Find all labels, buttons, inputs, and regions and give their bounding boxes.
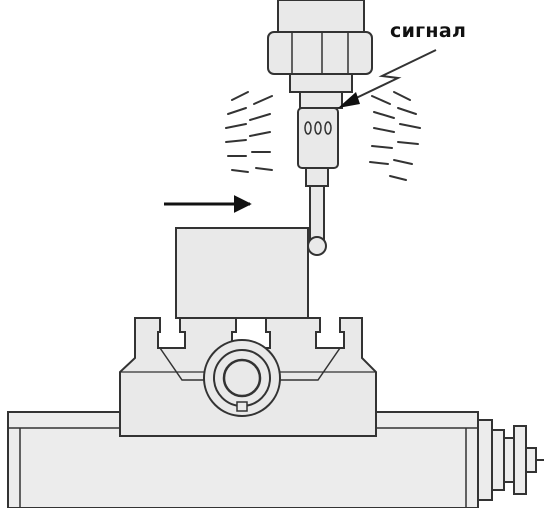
vibration-lines-right <box>369 91 421 181</box>
signal-lightning-icon <box>338 49 437 108</box>
vise-screw <box>203 339 281 417</box>
workpiece <box>175 227 309 319</box>
handwheel <box>477 419 544 501</box>
spindle-holder <box>267 0 373 109</box>
signal-label: сигнал <box>390 20 467 42</box>
touch-probe <box>297 107 339 256</box>
vibration-lines-left <box>225 91 273 173</box>
